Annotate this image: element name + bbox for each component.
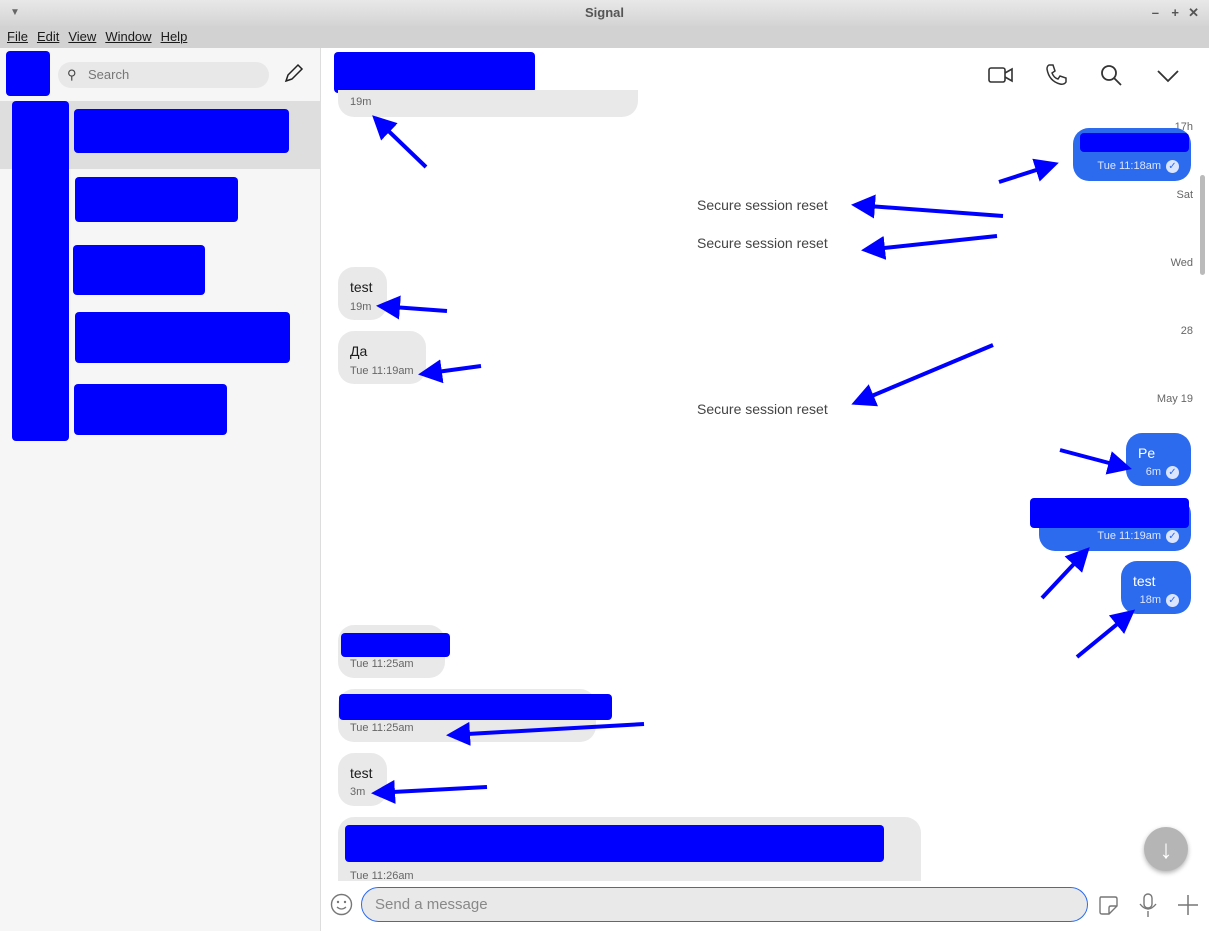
search-input[interactable]: ⚲ Search [58,62,269,88]
window-title: Signal [584,5,624,20]
phone-call-icon[interactable] [1044,63,1068,87]
session-reset-notice: Secure session reset [697,235,828,251]
message-text: test [350,279,373,295]
session-reset-notice: Secure session reset [697,197,828,213]
incoming-message: 19m [338,90,638,117]
conversation-time: Sat [1176,189,1193,201]
plus-icon[interactable] [1177,894,1199,916]
avatars-redacted [12,101,69,441]
menu-edit[interactable]: Edit [36,29,60,44]
conversation-time: Wed [1170,257,1193,269]
window-menu-icon[interactable]: ▼ [10,7,20,18]
delivered-icon: ✓ [1166,160,1179,173]
delivered-icon: ✓ [1166,466,1179,479]
profile-avatar-redacted[interactable] [6,51,50,96]
menu-help[interactable]: Help [160,29,188,44]
emoji-icon[interactable] [330,893,353,916]
message-meta: Tue 11:18am [1097,160,1161,172]
message-input[interactable]: Send a message [361,887,1088,922]
incoming-message: test 19m [338,267,387,320]
search-placeholder: Search [88,67,130,82]
microphone-icon[interactable] [1138,892,1158,918]
outgoing-message: Pe 6m ✓ [1126,433,1191,486]
message-meta: 3m [350,786,366,798]
message-placeholder: Send a message [375,896,488,913]
session-reset-notice: Secure session reset [697,401,828,417]
arrow-down-icon: ↓ [1159,834,1173,864]
menu-view[interactable]: View [68,29,97,44]
sticker-icon[interactable] [1097,894,1119,916]
conversation-item[interactable] [74,384,227,435]
message-meta: 18m [1139,594,1161,606]
conversation-item[interactable] [75,312,290,363]
video-call-icon[interactable] [988,64,1014,86]
message-text: Да [350,343,368,359]
message-meta: Tue 11:25am [350,658,414,670]
conversation-time: 28 [1180,325,1193,337]
message-text: Pe [1138,445,1156,461]
message-meta: 19m [350,96,372,108]
delivered-icon: ✓ [1166,594,1179,607]
conversation-item[interactable] [74,109,289,153]
search-icon[interactable] [1100,64,1124,88]
scroll-down-button[interactable]: ↓ [1144,827,1188,871]
message-meta: Tue 11:25am [350,722,414,734]
message-meta: Tue 11:26am [350,870,414,882]
conversation-item[interactable] [73,245,205,295]
conversation-time: May 19 [1156,393,1193,405]
redaction [339,694,612,720]
redaction [1030,498,1189,528]
compose-icon[interactable] [282,63,304,85]
redaction [341,633,450,657]
message-meta: Tue 11:19am [350,365,414,377]
outgoing-message: test 18m ✓ [1121,561,1191,614]
menu-file[interactable]: File [7,29,28,44]
close-icon[interactable]: ✕ [1188,5,1199,20]
redaction [345,825,884,862]
scrollbar-thumb[interactable] [1200,175,1205,275]
message-meta: Tue 11:19am [1097,530,1161,542]
message-text: test [350,765,373,781]
menu-bar: File Edit View Window Help [0,26,1209,48]
conversation-item[interactable] [75,177,238,222]
menu-window[interactable]: Window [105,29,152,44]
maximize-icon[interactable]: + [1171,5,1179,20]
redaction [1080,133,1189,152]
search-icon: ⚲ [67,67,77,82]
minimize-icon[interactable]: – [1151,5,1159,20]
message-meta: 6m [1145,466,1161,478]
message-meta: 19m [350,301,372,313]
message-text: test [1133,573,1156,589]
chevron-down-icon[interactable] [1156,68,1180,84]
title-bar: ▼ Signal – + ✕ [0,0,1209,26]
contact-name-redacted[interactable] [334,52,535,93]
delivered-icon: ✓ [1166,530,1179,543]
